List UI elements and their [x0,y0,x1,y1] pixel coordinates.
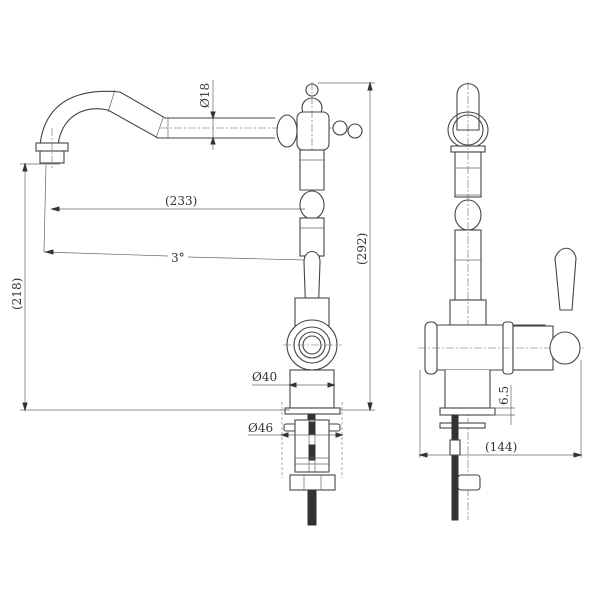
side-view: Ø18 (233) 3° (218) (292) Ø40 Ø [10,80,375,526]
dim-plate-thickness: 6.5 [497,386,511,405]
dim-spout-diameter: Ø18 [198,83,212,108]
dim-total-width: (144) [485,440,517,454]
front-view: 6.5 (144) [418,82,585,521]
dim-total-height: (292) [355,233,369,265]
spout-outer [39,90,275,146]
side-lever [554,247,577,311]
dim-angle: 3° [171,251,185,265]
dim-base-diameter: Ø40 [252,370,277,384]
dim-reach: (233) [165,194,197,208]
spout-inner [57,108,275,146]
dim-spout-height: (218) [10,278,24,310]
dim-mount-diameter: Ø46 [248,421,273,435]
